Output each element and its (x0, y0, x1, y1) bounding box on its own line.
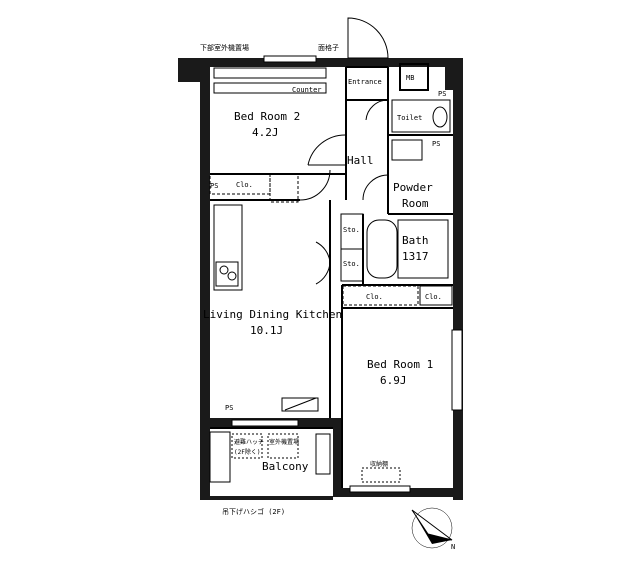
windows (231, 55, 463, 493)
bath-size: 1317 (402, 250, 429, 263)
top-left-note: 下部室外機置場 (200, 43, 249, 52)
balcony-note-2: (2F除く) (234, 448, 260, 456)
bath-name: Bath (402, 234, 429, 247)
compass-n: N (451, 543, 455, 551)
ps-label-2: PS (432, 140, 440, 148)
ldk-name: Living Dining Kitchen (203, 308, 342, 321)
ps-label-1: PS (438, 90, 446, 98)
clo-label-1: Clo. (236, 181, 253, 189)
room-labels: Bed Room 2 4.2J Hall Powder Room Bath 13… (203, 110, 433, 473)
doors (299, 17, 389, 285)
ps-label-3: PS (210, 182, 218, 190)
bottom-note: 吊下げハシゴ (2F) (222, 507, 285, 516)
top-right-note: 面格子 (318, 43, 339, 52)
clo-label-3: Clo. (425, 293, 442, 301)
closet-note: 収納棚 (370, 460, 388, 468)
ps-label-4: PS (225, 404, 233, 412)
clo-label-2: Clo. (366, 293, 383, 301)
bedroom1-size: 6.9J (380, 374, 407, 387)
balcony-name: Balcony (262, 460, 309, 473)
sto-label-1: Sto. (343, 226, 360, 234)
hall-name: Hall (347, 154, 374, 167)
balcony-note-3: 室外機置場 (269, 438, 299, 446)
compass-icon: N (411, 507, 455, 551)
bedroom1-name: Bed Room 1 (367, 358, 433, 371)
counter-label: Counter (292, 86, 322, 94)
mb-label: MB (406, 74, 414, 82)
sto-label-2: Sto. (343, 260, 360, 268)
entrance-label: Entrance (348, 78, 382, 86)
toilet-label: Toilet (397, 114, 422, 122)
bedroom2-size: 4.2J (252, 126, 279, 139)
small-labels: 下部室外機置場 面格子 Entrance MB Toilet Counter P… (200, 43, 446, 516)
balcony-note-1: 避難ハッチ (234, 438, 264, 446)
ldk-size: 10.1J (250, 324, 283, 337)
powder-line2: Room (402, 197, 429, 210)
powder-line1: Powder (393, 181, 433, 194)
fixtures (209, 67, 453, 483)
bedroom2-name: Bed Room 2 (234, 110, 300, 123)
